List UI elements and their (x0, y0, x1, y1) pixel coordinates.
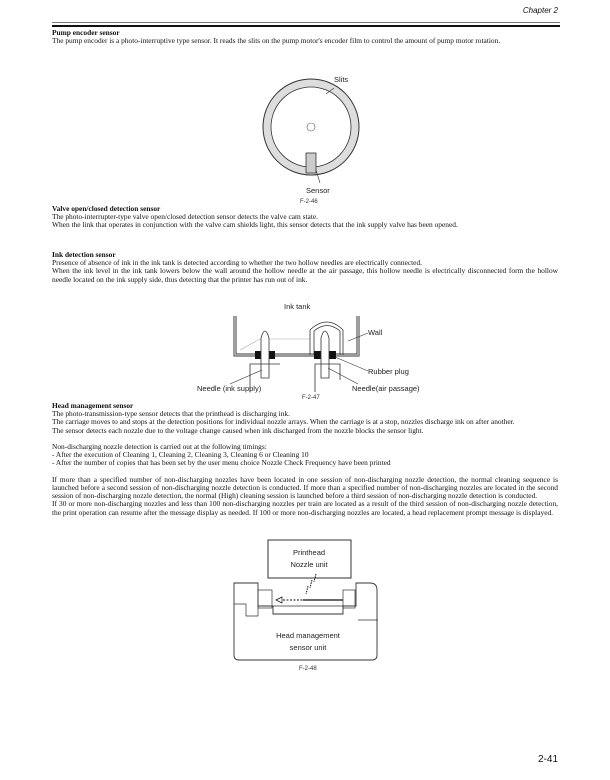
paragraph: If 30 or more non-discharging nozzles an… (52, 499, 558, 517)
label-head-management: Head management (276, 631, 341, 640)
label-slits: Slits (334, 75, 348, 84)
figure-caption: F-2-47 (302, 395, 320, 401)
paragraph: The photo-interrupter-type valve open/cl… (52, 212, 319, 222)
label-printhead: Printhead (293, 548, 325, 557)
label-rubber-plug: Rubber plug (368, 367, 409, 376)
list-item: - After the number of copies that has be… (52, 458, 391, 468)
section-valve-sensor: Valve open/closed detection sensor The p… (52, 204, 558, 230)
paragraph: Presence of absence of ink in the ink ta… (52, 258, 423, 268)
paragraph: When the link that operates in conjuncti… (52, 220, 458, 230)
section-title: Ink detection sensor (52, 250, 116, 259)
paragraph: Non-discharging nozzle detection is carr… (52, 442, 267, 451)
page-number: 2-41 (537, 754, 558, 765)
label-needle-ink-supply: Needle (ink supply) (197, 384, 262, 393)
label-ink-tank: Ink tank (284, 302, 311, 311)
section-title: Pump encoder sensor (52, 28, 120, 37)
paragraph: If more than a specified number of non-d… (52, 474, 558, 501)
section-head-management: Head management sensor The photo-transmi… (52, 401, 558, 517)
label-sensor-unit: sensor unit (290, 643, 328, 652)
label-needle-air-passage: Needle(air passage) (352, 384, 420, 393)
section-title: Head management sensor (52, 401, 134, 410)
section-ink-detection: Ink detection sensor Presence of absence… (52, 250, 558, 284)
figure-ink-detection: Ink tank Wall Rubber plug Needle (ink su… (197, 302, 420, 401)
chapter-label: Chapter 2 (522, 6, 558, 15)
header-rule (52, 22, 560, 23)
header-rule-thick (52, 25, 560, 27)
label-sensor: Sensor (306, 186, 330, 195)
paragraph: The sensor detects each nozzle due to th… (52, 425, 424, 435)
list-item: - After the execution of Cleaning 1, Cle… (52, 450, 309, 460)
section-title: Valve open/closed detection sensor (52, 204, 161, 213)
paragraph: The photo-transmission-type sensor detec… (52, 409, 290, 419)
figure-head-management: Printhead Nozzle unit Head management se… (233, 539, 378, 672)
paragraph: When the ink level in the ink tank lower… (52, 266, 558, 284)
paragraph: The pump encoder is a photo-interruptive… (52, 36, 501, 46)
figure-pump-encoder: Slits Sensor F-2-46 (262, 75, 360, 205)
section-pump-encoder: Pump encoder sensor The pump encoder is … (52, 28, 558, 46)
figure-caption: F-2-48 (299, 666, 317, 672)
figure-caption: F-2-46 (300, 199, 318, 205)
label-wall: Wall (368, 328, 383, 337)
paragraph: The carriage moves to and stops at the d… (52, 417, 515, 427)
label-nozzle-unit: Nozzle unit (290, 560, 328, 569)
